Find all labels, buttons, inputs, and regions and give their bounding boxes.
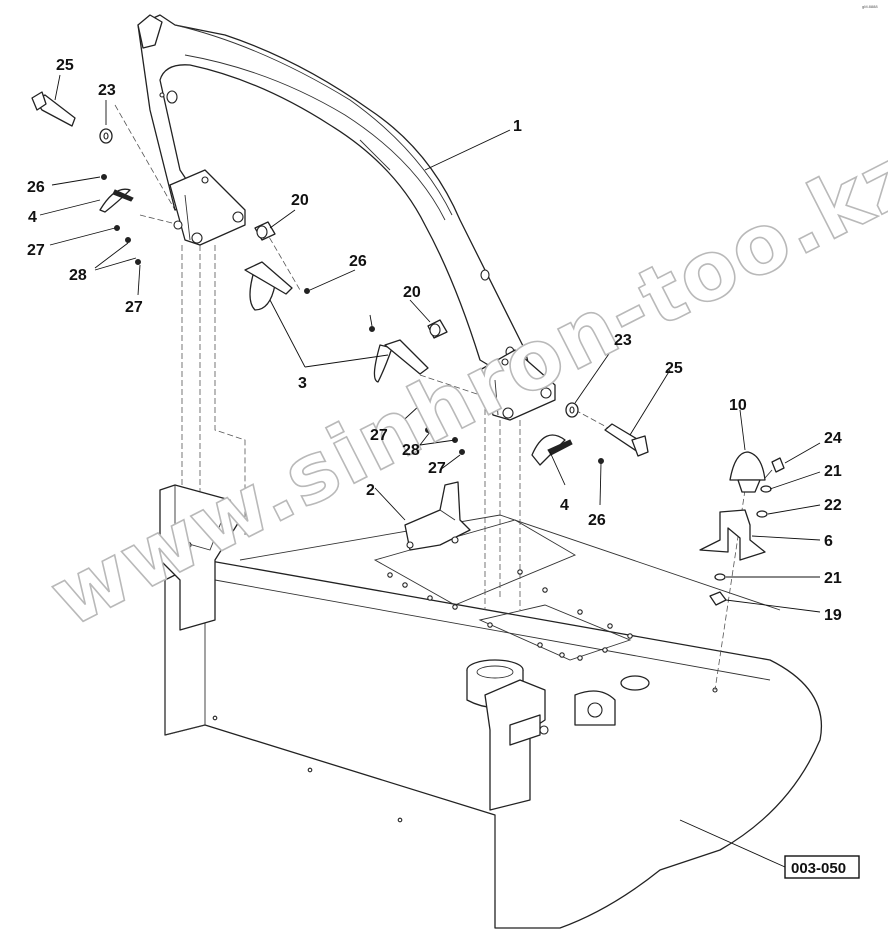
bushing-20-right [427, 319, 448, 339]
bushing-20-left [254, 221, 276, 241]
callout-1: 1 [513, 118, 522, 135]
bolt-25-right [604, 423, 649, 457]
callout-3: 3 [298, 375, 307, 392]
callout-27b: 27 [125, 299, 143, 316]
callout-26b: 26 [349, 253, 367, 270]
callout-26c: 26 [588, 512, 606, 529]
lynch-pin-4-right [531, 434, 573, 466]
callout-25b: 25 [665, 360, 683, 377]
rops-frame [137, 14, 556, 421]
callout-25a: 25 [56, 57, 74, 74]
callout-4a: 4 [28, 209, 37, 226]
callout-4b: 4 [560, 497, 569, 514]
callout-21a: 21 [824, 463, 842, 480]
callout-23b: 23 [614, 332, 632, 349]
bracket-6 [699, 509, 766, 561]
washer-21-top [760, 485, 772, 493]
callout-22: 22 [824, 497, 842, 514]
callout-20b: 20 [403, 284, 421, 301]
post-guide-lines [114, 104, 746, 691]
callout-26a: 26 [27, 179, 45, 196]
lynch-pin-4-left [99, 188, 134, 213]
callout-27c: 27 [370, 427, 388, 444]
callout-6: 6 [824, 533, 833, 550]
washer-22 [756, 510, 768, 518]
left-post-mount [159, 484, 241, 631]
callout-labels: 1 2 3 4 4 6 10 19 20 20 21 21 22 23 23 2… [27, 57, 842, 624]
corner-mark: gM.8888 [862, 4, 878, 9]
watermark-text: www.sinhron-too.kz [36, 127, 888, 646]
callout-10: 10 [729, 397, 747, 414]
callout-23a: 23 [98, 82, 116, 99]
bolt-25-left [31, 91, 76, 127]
bolt-24 [764, 457, 785, 479]
bump-stop-10 [729, 451, 766, 493]
callout-27a: 27 [27, 242, 45, 259]
drawing-code: 003-050 [791, 860, 846, 877]
pin-3-left [244, 261, 310, 311]
callout-27d: 27 [428, 460, 446, 477]
bracket-2 [404, 481, 471, 551]
leader-lines [39, 74, 821, 868]
callout-21b: 21 [824, 570, 842, 587]
callout-19: 19 [824, 607, 842, 624]
callout-28a: 28 [69, 267, 87, 284]
callout-24: 24 [824, 430, 842, 447]
right-post-mount [484, 679, 549, 811]
callout-20a: 20 [291, 192, 309, 209]
callout-2: 2 [366, 482, 375, 499]
small-fasteners [101, 174, 604, 464]
callout-28b: 28 [402, 442, 420, 459]
washer-21-bottom [714, 573, 726, 581]
drawing-code-box: 003-050 [784, 855, 860, 879]
pin-3-right [369, 326, 429, 383]
nut-19 [709, 591, 727, 606]
